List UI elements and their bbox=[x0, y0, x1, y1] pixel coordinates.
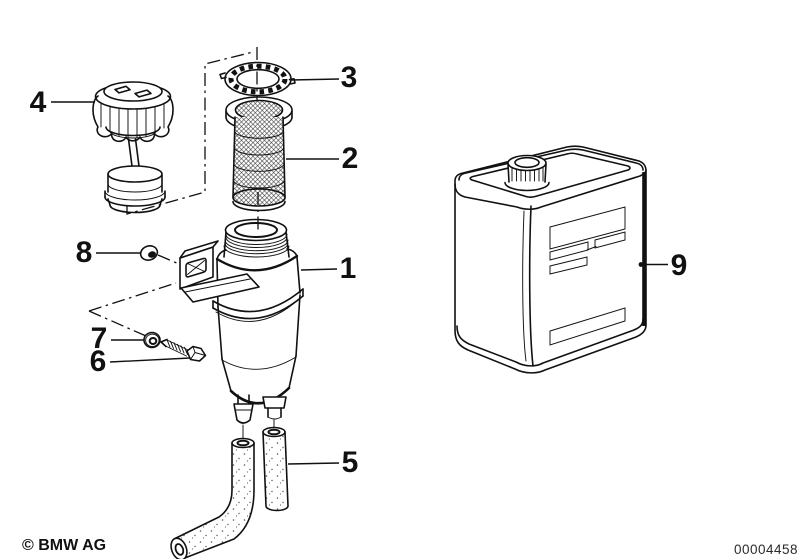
part-label-2: 2 bbox=[341, 142, 359, 175]
nut-drawing bbox=[139, 245, 159, 261]
sealing-ring-drawing bbox=[219, 61, 296, 97]
can-label-panels bbox=[549, 206, 626, 346]
part-label-7: 7 bbox=[90, 322, 108, 355]
filter-insert-drawing bbox=[225, 96, 293, 212]
hoses-drawing bbox=[170, 426, 289, 559]
leader-lines bbox=[51, 78, 668, 465]
part-label-1: 1 bbox=[339, 252, 357, 285]
part-label-6: 6 bbox=[89, 345, 107, 378]
document-number: 00004458 bbox=[734, 542, 799, 557]
part-label-8: 8 bbox=[75, 236, 93, 269]
reservoir-drawing bbox=[179, 218, 304, 439]
cap-float-drawing bbox=[92, 81, 174, 214]
washer-drawing bbox=[143, 331, 161, 349]
fluid-can-drawing bbox=[454, 145, 647, 374]
copyright-text: © BMW AG bbox=[22, 537, 107, 554]
assembly-centerlines bbox=[88, 47, 259, 337]
part-label-3: 3 bbox=[340, 61, 358, 94]
screw-drawing bbox=[160, 338, 207, 362]
part-label-5: 5 bbox=[341, 446, 359, 479]
part-label-9: 9 bbox=[670, 249, 688, 282]
part-label-4: 4 bbox=[29, 86, 47, 119]
